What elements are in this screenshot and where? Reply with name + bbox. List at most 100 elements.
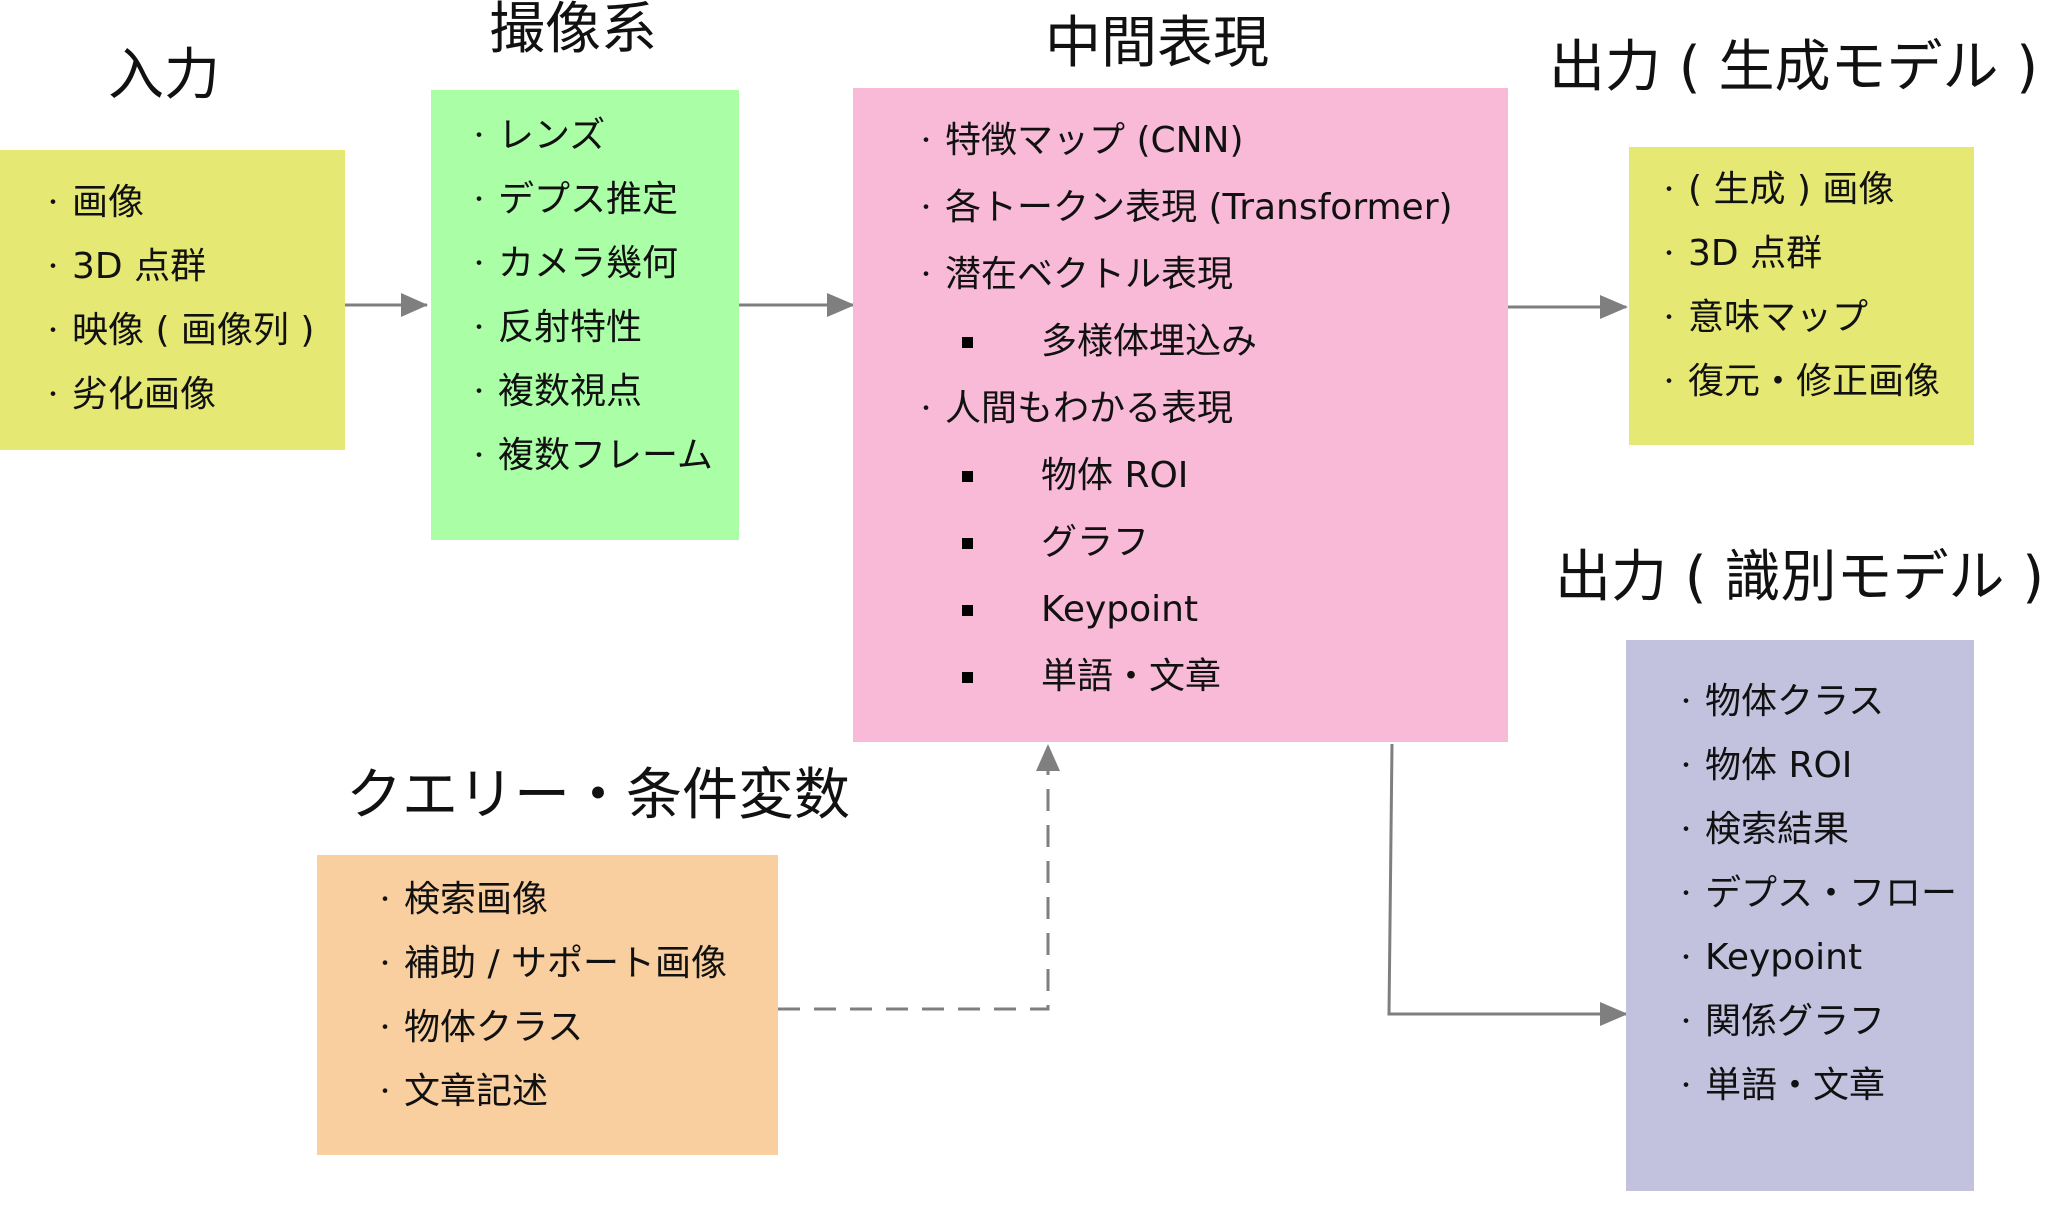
intermediate-box: ・特徴マップ (CNN)・各トークン表現 (Transformer)・潜在ベクト… (853, 88, 1508, 742)
bullet-dot: ・ (1675, 818, 1698, 843)
gen-output-list: ・( 生成 ) 画像・3D 点群・意味マップ・復元・修正画像 (1658, 172, 1974, 428)
bullet-dot: ・ (915, 196, 938, 221)
bullet-dot: ・ (468, 316, 491, 341)
list-item: ・各トークン表現 (Transformer) (915, 190, 1508, 257)
arrow-intermediate-to-disc-output (1387, 743, 1626, 1016)
arrowhead-input-to-imaging (401, 293, 428, 317)
list-item-text: 単語・文章 (1705, 1065, 1886, 1106)
imaging-title: 撮像系 (489, 0, 657, 62)
sub-list-item: 物体 ROI (915, 458, 1508, 525)
input-list: ・画像・3D 点群・映像 ( 画像列 )・劣化画像 (42, 185, 345, 441)
list-item-text: 複数フレーム (498, 435, 713, 476)
list-item: ・単語・文章 (1675, 1068, 1974, 1132)
intermediate-title: 中間表現 (1045, 11, 1269, 76)
list-item-text: 関係グラフ (1705, 1001, 1886, 1042)
arrow-query-to-intermediate (778, 770, 1050, 1011)
disc-output-title: 出力 ( 識別モデル ) (1555, 545, 2045, 610)
query-title: クエリー・条件変数 (346, 763, 850, 828)
bullet-dot: ・ (468, 252, 491, 277)
list-item: ・3D 点群 (1658, 236, 1974, 300)
bullet-dot: ・ (42, 255, 65, 280)
list-item-text: デプス・フロー (1705, 873, 1958, 914)
bullet-dot: ・ (1675, 690, 1698, 715)
list-item-text: デプス推定 (498, 179, 679, 220)
list-item-text: ( 生成 ) 画像 (1688, 169, 1895, 210)
list-item: ・検索画像 (374, 882, 778, 946)
intermediate-list: ・特徴マップ (CNN)・各トークン表現 (Transformer)・潜在ベクト… (915, 123, 1508, 726)
bullet-dot: ・ (1675, 754, 1698, 779)
bullet-dot: ・ (1658, 370, 1681, 395)
list-item: ・ ( 生成 ) 画像 (1658, 172, 1974, 236)
bullet-dot: ・ (915, 263, 938, 288)
list-item-text: 各トークン表現 (Transformer) (945, 187, 1453, 228)
list-item-text: レンズ (498, 115, 606, 156)
list-item: ・物体クラス (1675, 684, 1974, 748)
sub-list-item: グラフ (915, 525, 1508, 592)
list-item-text: カメラ幾何 (498, 243, 679, 284)
list-item-text: Keypoint (1705, 937, 1863, 978)
bullet-dot: ・ (42, 191, 65, 216)
list-item-text: 復元・修正画像 (1688, 361, 1941, 402)
bullet-dot: ・ (468, 124, 491, 149)
bullet-dot: ・ (1675, 1010, 1698, 1035)
list-item: ・複数視点 (468, 374, 739, 438)
list-item: ・検索結果 (1675, 812, 1974, 876)
bullet-dot: ・ (915, 129, 938, 154)
bullet-dot: ・ (1675, 1074, 1698, 1099)
list-item-text: 3D 点群 (72, 246, 207, 287)
arrowhead-query-to-intermediate (1036, 744, 1060, 771)
bullet-dot: ・ (374, 952, 397, 977)
list-item: ・デプス推定 (468, 182, 739, 246)
square-bullet-icon (962, 471, 973, 482)
list-item-text: 劣化画像 (72, 374, 217, 415)
bullet-dot: ・ (42, 383, 65, 408)
bullet-dot: ・ (374, 1016, 397, 1041)
list-item-text: 意味マップ (1688, 297, 1869, 338)
bullet-dot: ・ (42, 319, 65, 344)
list-item-text: 物体クラス (1705, 681, 1885, 722)
query-list: ・検索画像・補助 / サポート画像・物体クラス・文章記述 (374, 882, 778, 1138)
list-item-text: 物体 ROI (1041, 455, 1189, 496)
list-item: ・特徴マップ (CNN) (915, 123, 1508, 190)
list-item: ・映像 ( 画像列 ) (42, 313, 345, 377)
square-bullet-icon (962, 538, 973, 549)
square-bullet-icon (962, 605, 973, 616)
list-item: ・関係グラフ (1675, 1004, 1974, 1068)
list-item-text: 複数視点 (498, 371, 643, 412)
square-bullet-icon (962, 337, 973, 348)
arrowhead-imaging-to-intermediate (827, 293, 855, 317)
bullet-dot: ・ (1675, 946, 1698, 971)
list-item-text: 文章記述 (404, 1071, 549, 1112)
bullet-dot: ・ (374, 888, 397, 913)
list-item: ・複数フレーム (468, 438, 739, 502)
arrowhead-intermediate-to-gen-output (1600, 295, 1628, 319)
sub-list-item: 多様体埋込み (915, 324, 1508, 391)
sub-list-item: 単語・文章 (915, 659, 1508, 726)
gen-output-title: 出力 ( 生成モデル ) (1549, 35, 2039, 100)
list-item: ・復元・修正画像 (1658, 364, 1974, 428)
list-item-text: 3D 点群 (1688, 233, 1823, 274)
bullet-dot: ・ (1675, 882, 1698, 907)
list-item-text: 画像 (72, 182, 145, 223)
gen-output-box: ・( 生成 ) 画像・3D 点群・意味マップ・復元・修正画像 (1629, 147, 1974, 445)
bullet-dot: ・ (1658, 178, 1681, 203)
list-item: ・文章記述 (374, 1074, 778, 1138)
disc-output-list: ・物体クラス・物体 ROI・検索結果・デプス・フロー・Keypoint・関係グラ… (1675, 684, 1974, 1132)
bullet-dot: ・ (374, 1080, 397, 1105)
list-item-text: 反射特性 (498, 307, 643, 348)
sub-list-item: Keypoint (915, 592, 1508, 659)
bullet-dot: ・ (468, 380, 491, 405)
list-item: ・人間もわかる表現 (915, 391, 1508, 458)
list-item: ・劣化画像 (42, 377, 345, 441)
list-item-text: 物体クラス (404, 1007, 584, 1048)
list-item: ・反射特性 (468, 310, 739, 374)
list-item-text: 多様体埋込み (1041, 321, 1258, 362)
list-item: ・デプス・フロー (1675, 876, 1974, 940)
list-item-text: 単語・文章 (1041, 656, 1222, 697)
list-item: ・カメラ幾何 (468, 246, 739, 310)
list-item: ・補助 / サポート画像 (374, 946, 778, 1010)
input-title: 入力 (108, 43, 220, 108)
list-item: ・潜在ベクトル表現 (915, 257, 1508, 324)
